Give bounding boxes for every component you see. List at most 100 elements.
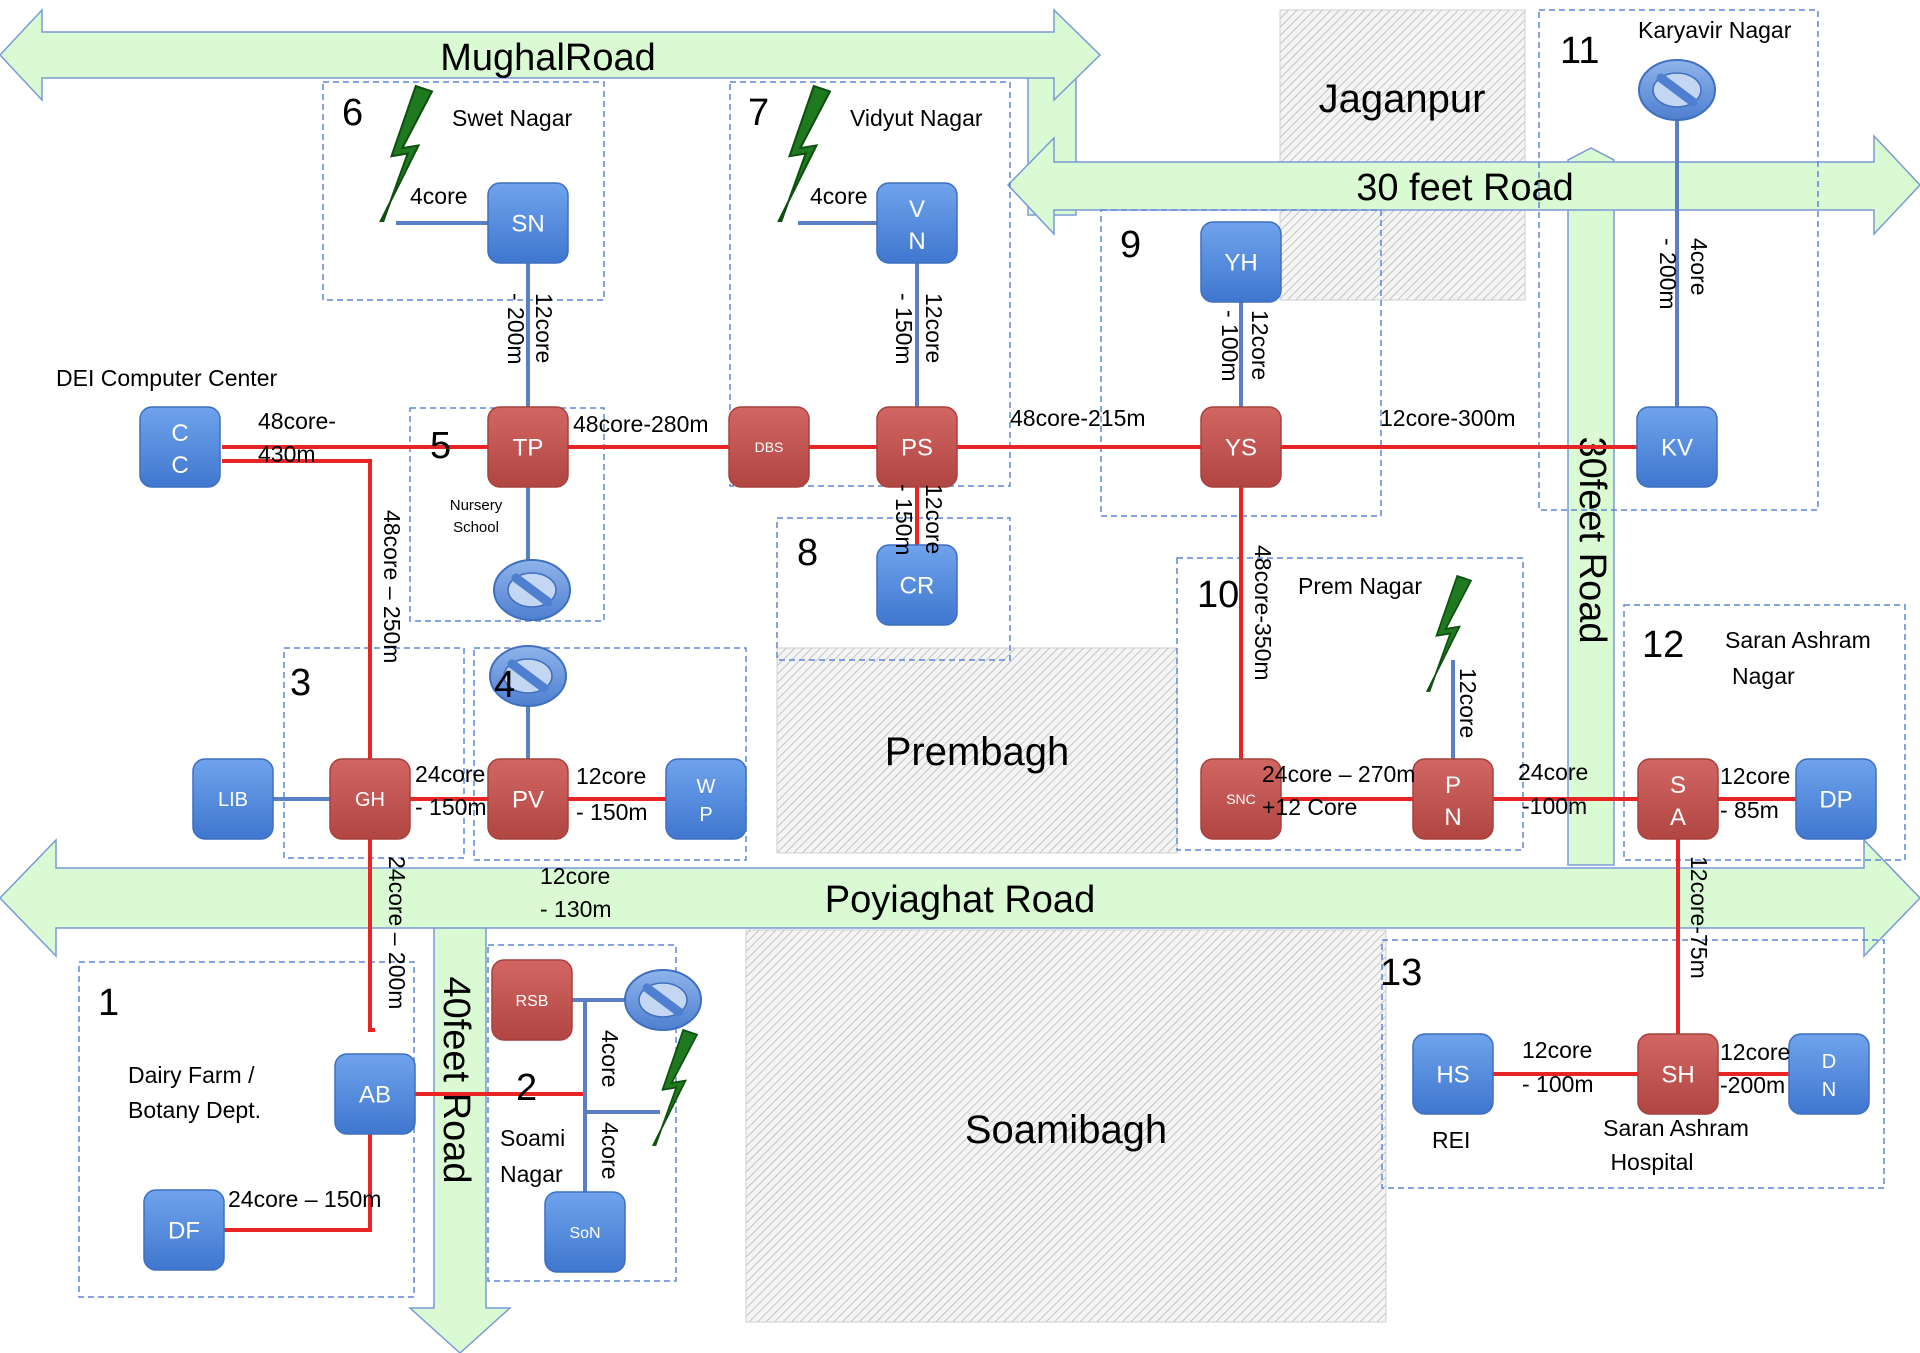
label-ps-cr-1: 12core: [921, 484, 947, 554]
zone-10-number: 10: [1197, 574, 1239, 616]
node-snc: SNC: [1200, 758, 1282, 840]
label-ps-cr-2: - 150m: [891, 484, 917, 556]
zone-2-name-line1: Soami: [500, 1125, 565, 1151]
node-lib: LIB: [192, 758, 274, 840]
node-dp-box: [1795, 758, 1877, 840]
node-dbs-label: DBS: [755, 439, 784, 455]
node-sa-label-line1: S: [1670, 772, 1686, 799]
zone-5-number: 5: [430, 425, 451, 467]
zone-12-box: [1623, 604, 1906, 861]
node-yh-label: YH: [1224, 250, 1257, 277]
node-hs-label: HS: [1436, 1062, 1469, 1089]
road-label-poyiaghat: Poyiaghat Road: [825, 879, 1095, 921]
label-pn-sa-2: -100m: [1522, 793, 1587, 819]
zone-5-box: [409, 407, 605, 622]
node-ab-label: AB: [359, 1082, 391, 1109]
label-son-2: 4core: [597, 1122, 623, 1180]
node-sa-label-line2: A: [1670, 804, 1686, 831]
label-snc-pn-2: +12 Core: [1262, 794, 1357, 820]
node-df-label: DF: [168, 1218, 200, 1245]
node-gh: GH: [329, 758, 411, 840]
label-hs-sh-2: - 100m: [1522, 1071, 1594, 1097]
label-kv-2: - 200m: [1655, 238, 1681, 310]
node-sa: SA: [1637, 758, 1719, 840]
zone-3-box: [283, 647, 465, 859]
road-40feet: 40feet Road: [408, 921, 512, 1353]
zone-7-box: [729, 81, 1011, 487]
zone-1-name-line1: Dairy Farm /: [128, 1062, 255, 1088]
label-cc-gh: 48core – 250m: [379, 510, 405, 663]
label-kv-1: 4core: [1686, 238, 1712, 296]
node-wp: WP: [665, 758, 747, 840]
node-vn-label-line1: V: [909, 196, 925, 223]
node-rsb-label: RSB: [516, 993, 549, 1010]
node-cr: CR: [876, 544, 958, 626]
zone-3-number: 3: [290, 662, 311, 704]
zone-13-hospital-line2: Hospital: [1610, 1149, 1693, 1175]
zone-4-number: 4: [494, 664, 515, 706]
node-yh: YH: [1200, 221, 1282, 303]
zone-13-hospital-line1: Saran Ashram: [1603, 1115, 1749, 1141]
zone-6-name: Swet Nagar: [452, 105, 573, 131]
zone-13-rei: REI: [1432, 1127, 1470, 1153]
blocked-icon-kv: [1638, 59, 1716, 121]
node-snc-label: SNC: [1226, 791, 1256, 807]
label-hs-sh-1: 12core: [1522, 1037, 1592, 1063]
node-yh-box: [1200, 221, 1282, 303]
blocked-icon-pv: [489, 645, 567, 707]
node-tp-label: TP: [513, 435, 544, 462]
wireless-icon-prem-nagar: [1425, 574, 1473, 692]
node-hs-box: [1412, 1033, 1494, 1115]
node-gh-box: [329, 758, 411, 840]
node-cr-box: [876, 544, 958, 626]
area-soamibagh: Soamibagh: [745, 929, 1387, 1323]
label-ys-kv: 12core-300m: [1380, 405, 1516, 431]
node-sh: SH: [1637, 1033, 1719, 1115]
blocked-icon-nursery: [493, 559, 571, 621]
wireless-icon-swet-nagar: [379, 84, 434, 223]
node-rsb-box: [491, 959, 573, 1041]
link-df-ab: [184, 1098, 372, 1232]
road-poyiaghat: Poyiaghat Road: [0, 838, 1920, 958]
node-sh-label: SH: [1661, 1062, 1694, 1089]
zone-1-number: 1: [98, 982, 119, 1024]
node-dn-label-line1: D: [1822, 1051, 1836, 1073]
area-label-soamibagh: Soamibagh: [965, 1108, 1167, 1152]
node-sn-label: SN: [511, 211, 544, 238]
zone-2-number: 2: [516, 1067, 537, 1109]
road-label-mughal: MughalRoad: [440, 37, 655, 79]
label-sa-dp-1: 12core: [1720, 763, 1790, 789]
label-ps-ys: 48core-215m: [1010, 405, 1146, 431]
label-vn-wireless: 4core: [810, 183, 868, 209]
node-lib-label: LIB: [218, 789, 248, 811]
zone-11-number: 11: [1560, 30, 1599, 72]
road-label-30feet-vertical: 30feet Road: [1571, 436, 1613, 643]
zone-6-box: [322, 81, 605, 301]
zone-10-box: [1176, 557, 1524, 851]
node-cc-label-line2: C: [171, 452, 188, 479]
road-30feet-vertical: 30feet Road: [1567, 147, 1615, 866]
node-son-label: SoN: [569, 1225, 600, 1242]
node-df-box: [143, 1189, 225, 1271]
zone-1-box: [78, 961, 415, 1298]
label-snc-pn-1: 24core – 270m: [1262, 761, 1415, 787]
label-tp-sn-1: 12core: [531, 293, 557, 363]
node-ys: YS: [1200, 406, 1282, 488]
label-ys-yh-1: 12core: [1247, 310, 1273, 380]
label-pn-wireless: 12core: [1455, 668, 1481, 738]
zone-labels: 1 Dairy Farm / Botany Dept. 2 Soami Naga…: [56, 17, 1871, 1187]
link-labels: 48core- 430m 48core-280m 48core-215m 12c…: [228, 183, 1790, 1212]
node-ps-label: PS: [901, 435, 933, 462]
node-pv-label: PV: [512, 787, 544, 814]
node-pn-label-line2: N: [1444, 804, 1461, 831]
node-pn-box: [1412, 758, 1494, 840]
road-label-30feet-horizontal: 30 feet Road: [1356, 167, 1574, 209]
zone-13-box: [1381, 939, 1885, 1189]
wireless-icon-soami-nagar: [651, 1028, 699, 1146]
node-df: DF: [143, 1189, 225, 1271]
node-gh-label: GH: [355, 789, 385, 811]
node-sn-box: [487, 182, 569, 264]
node-son-box: [544, 1191, 626, 1273]
zone-8-number: 8: [797, 532, 818, 574]
